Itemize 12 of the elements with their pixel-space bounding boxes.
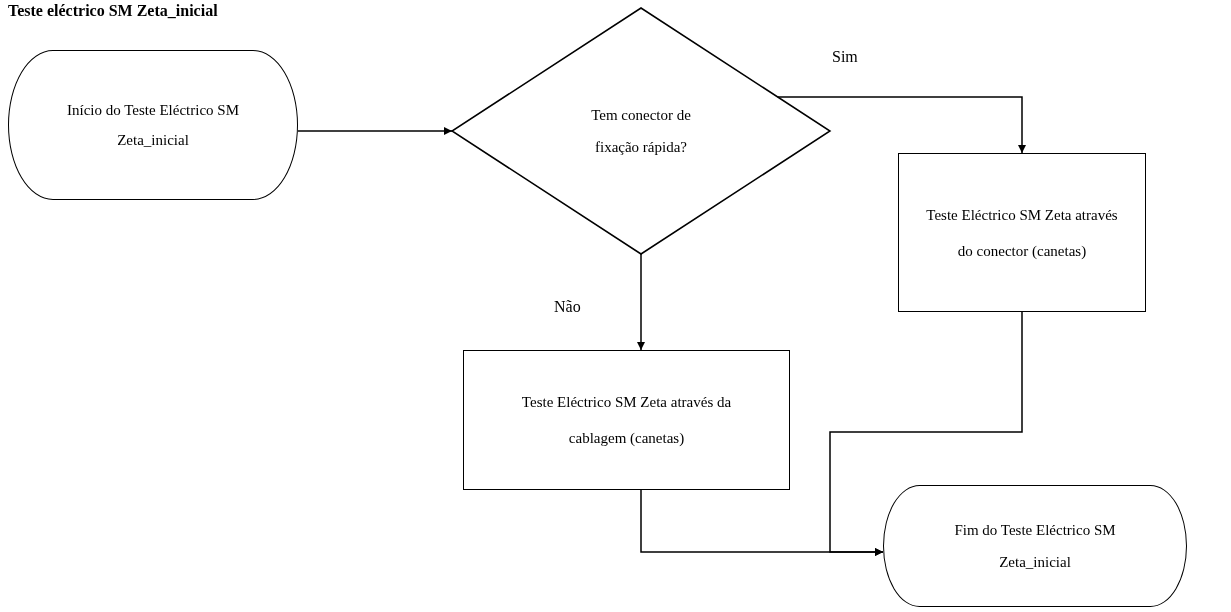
arrow	[637, 253, 645, 351]
arrow	[297, 127, 453, 135]
process-box	[463, 350, 790, 490]
arrow	[829, 311, 1023, 556]
arrow	[777, 96, 1026, 154]
node-label: Tem conector de fixação rápida?	[590, 106, 692, 157]
diagram-title: Teste eléctrico SM Zeta_inicial	[8, 2, 218, 20]
process-box	[898, 153, 1146, 312]
node-label: Início do Teste Eléctrico SM Zeta_inicial	[66, 101, 240, 150]
node-label: Teste Eléctrico SM Zeta através do conector (canetas)	[925, 205, 1119, 261]
node-label: Teste Eléctrico SM Zeta através da cablagem (canetas)	[520, 393, 733, 448]
node-label: Fim do Teste Eléctrico SM Zeta_inicial	[953, 521, 1117, 572]
